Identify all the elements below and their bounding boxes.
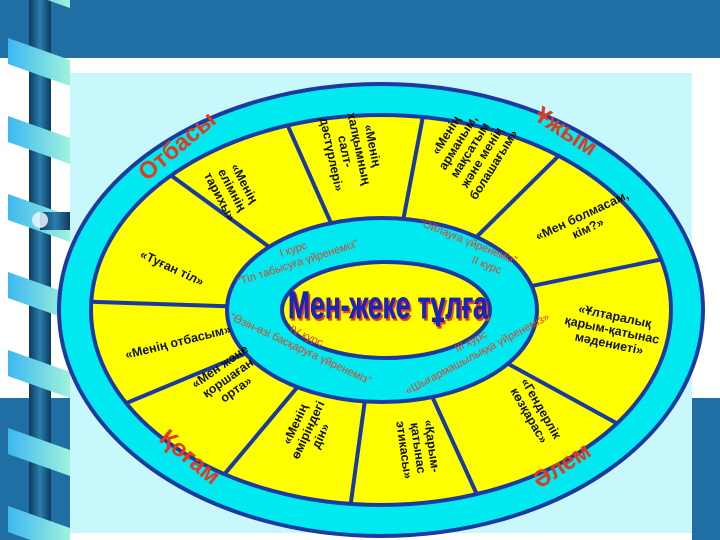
center-title: Мен-жеке тұлға — [288, 283, 488, 326]
ribbon-slat — [8, 428, 70, 476]
segment-label: «Қарым-қатынасэтикасы» — [393, 416, 443, 480]
segment-divider — [90, 299, 232, 309]
segment-divider — [400, 115, 425, 224]
ribbon-slat — [8, 38, 70, 86]
segment-divider — [471, 153, 561, 242]
top-band — [0, 0, 720, 58]
segment-divider — [124, 350, 250, 406]
ribbon-slat — [8, 116, 70, 164]
ribbon-slat — [47, 0, 70, 8]
diagram: Мен-жеке тұлға Отбасы Ұжым Қоғам Әлем І … — [57, 82, 705, 538]
ribbon-decoration — [8, 0, 70, 540]
segment-label: «Меніңхалқымныңсалт-дәстүрлері» — [317, 107, 387, 192]
ribbon-slat — [8, 506, 70, 540]
segment-label-line: салт- — [335, 134, 355, 169]
segment-label: «Ұлтаралыққарым-қатынасмәдениеті» — [560, 299, 663, 360]
segment-divider — [348, 397, 368, 506]
ribbon-slat — [8, 350, 70, 398]
segment-divider — [502, 359, 619, 426]
bottom-right-block — [692, 398, 720, 540]
segment-label: «Меніңелімніңтарихы» — [201, 157, 263, 224]
ribbon-slat — [8, 272, 70, 320]
segment-divider — [222, 382, 302, 477]
segment-divider — [169, 173, 274, 251]
center-ellipse — [280, 260, 492, 360]
segment-divider — [525, 257, 663, 290]
segment-divider — [428, 392, 479, 496]
segment-divider — [285, 123, 335, 228]
